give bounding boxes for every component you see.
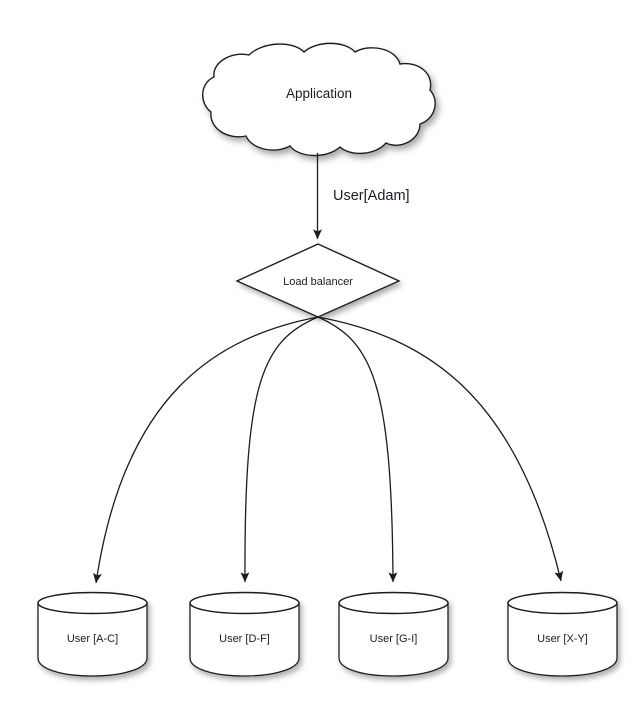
load-balancer-label: Load balancer [283,276,353,288]
load-balancer-node[interactable]: Load balancer [235,243,401,318]
edge-group-balancer-to-shards [93,316,564,584]
shard-cylinder-g-i[interactable]: User [G-I] [338,591,449,677]
edge-label-user-adam: User[Adam] [333,188,410,204]
edge-balancer-to-shard-x-y [317,316,564,582]
application-cloud-label: Application [286,86,352,101]
shard-cylinder-d-f[interactable]: User [D-F] [189,591,300,677]
edge-balancer-to-shard-g-i [317,316,398,583]
shard-label-a-c: User [A-C] [67,633,118,645]
shard-label-g-i: User [G-I] [370,633,418,645]
shard-cylinder-a-c[interactable]: User [A-C] [37,591,148,677]
edge-balancer-to-shard-a-c [93,316,319,584]
shard-cylinder-x-y[interactable]: User [X-Y] [507,591,618,677]
shard-label-d-f: User [D-F] [219,633,270,645]
shard-label-x-y: User [X-Y] [537,633,588,645]
edge-application-to-balancer: User[Adam] [313,153,410,240]
edge-balancer-to-shard-d-f [240,316,319,583]
application-cloud-node[interactable]: Application [202,42,436,157]
